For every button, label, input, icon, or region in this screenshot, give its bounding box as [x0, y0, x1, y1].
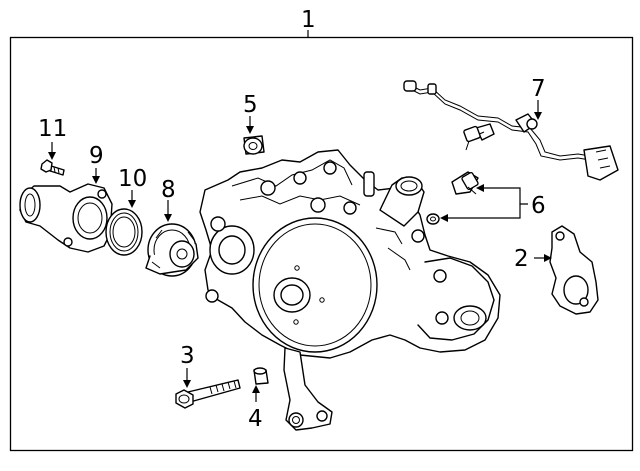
outlet-gasket[interactable]: [549, 225, 599, 315]
thermostat[interactable]: [145, 223, 199, 277]
water-pump-assembly[interactable]: [199, 149, 501, 431]
screw[interactable]: [40, 159, 65, 176]
diagram-frame: [9, 36, 634, 452]
callout-6: 6: [531, 193, 546, 219]
spacer[interactable]: [253, 367, 269, 385]
wiring-harness[interactable]: [403, 80, 619, 181]
callout-7: 7: [531, 76, 546, 102]
callout-9: 9: [89, 143, 104, 169]
callout-4: 4: [248, 406, 263, 432]
callout-10: 10: [118, 166, 147, 192]
temperature-sensor[interactable]: [451, 171, 479, 195]
leader-lines: [48, 30, 552, 402]
callout-11: 11: [38, 116, 67, 142]
bolt[interactable]: [175, 379, 241, 409]
inlet-housing[interactable]: [19, 183, 113, 253]
thermostat-seal[interactable]: [105, 208, 143, 256]
dowel-sleeve[interactable]: [243, 135, 265, 155]
callout-3: 3: [180, 343, 195, 369]
callout-1: 1: [301, 7, 316, 33]
callout-2: 2: [514, 246, 529, 272]
callout-8: 8: [161, 177, 176, 203]
callout-5: 5: [243, 92, 258, 118]
sensor-o-ring[interactable]: [426, 213, 440, 225]
